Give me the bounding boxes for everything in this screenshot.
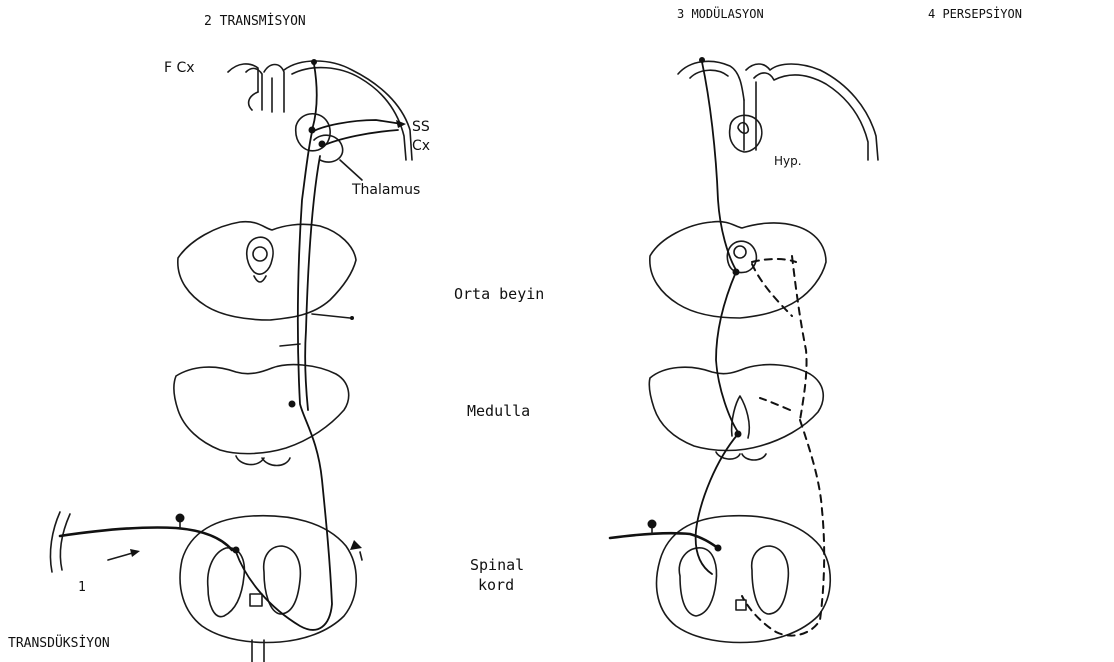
medulla-section-right (649, 365, 823, 460)
label-frontal-cortex: F Cx (164, 60, 195, 76)
stage-perception: 4 PERSEPSİYON (928, 6, 1022, 21)
label-midbrain: Orta beyin (454, 285, 544, 303)
afferent-fiber-left (50, 512, 232, 572)
stage-transduction: TRANSDÜKSİYON (8, 634, 110, 651)
midbrain-section-left (178, 222, 356, 320)
thalamus-left (296, 114, 343, 162)
hypothalamus-right (730, 115, 762, 152)
label-spinal: Spinal (470, 556, 524, 574)
modulation-panel (610, 57, 878, 642)
afferent-fiber-right (610, 520, 718, 549)
label-hypothalamus: Hyp. (774, 154, 802, 168)
label-ss: SS (412, 119, 430, 135)
cortex-right (678, 57, 878, 160)
label-cx: Cx (412, 138, 430, 154)
label-thalamus: Thalamus (351, 182, 420, 198)
stage-modulation: 3 MODÜLASYON (677, 5, 764, 21)
label-medulla: Medulla (467, 402, 530, 420)
label-kord: kord (478, 576, 514, 594)
transmission-panel (50, 59, 412, 662)
medulla-section-left (174, 365, 349, 466)
stage-transduction-number: 1 (78, 580, 86, 595)
labels-layer: 2 TRANSMİSYON 3 MODÜLASYON 4 PERSEPSİYON… (8, 5, 1022, 651)
thalamus-pointer (340, 160, 362, 180)
stage-transmission: 2 TRANSMİSYON (204, 13, 306, 29)
spinal-cord-left (180, 516, 356, 662)
